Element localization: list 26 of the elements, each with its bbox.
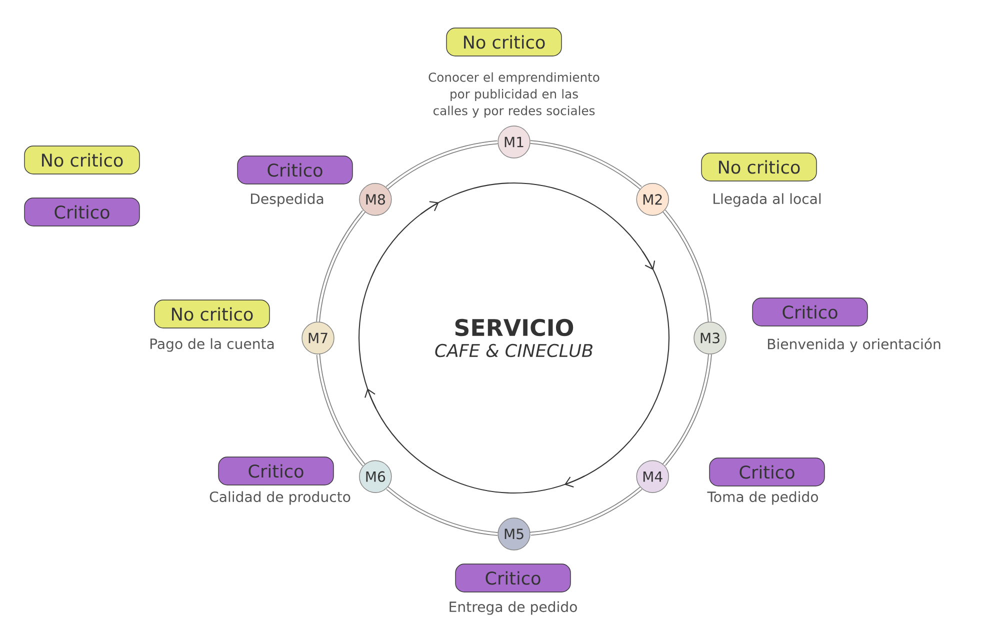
status-badge: Critico	[709, 458, 825, 486]
ring-connector	[662, 354, 712, 466]
ring-connector	[529, 486, 642, 536]
status-badge: Critico	[218, 456, 334, 486]
ring-connector	[316, 353, 366, 466]
ring-connector	[386, 140, 499, 190]
milestone-label: Calidad de producto	[210, 491, 350, 505]
status-badge: Critico	[752, 298, 868, 326]
status-badge: Critico	[237, 156, 353, 184]
status-badge: Critico	[455, 564, 571, 592]
legend-badge: No critico	[24, 146, 140, 174]
status-badge: No critico	[446, 28, 562, 56]
ring-connector	[386, 486, 498, 536]
milestone-label: Toma de pedido	[707, 491, 818, 505]
milestone-label: Entrega de pedido	[450, 601, 577, 615]
milestone-label: Despedida	[251, 193, 324, 207]
milestone-label: Bienvenida y orientación	[768, 338, 940, 352]
milestone-label: Pago de la cuenta	[150, 338, 274, 352]
milestone-label: Llegada al local	[714, 193, 821, 207]
legend-badge: Critico	[24, 198, 140, 226]
status-badge: No critico	[154, 300, 270, 328]
ring-connector	[530, 140, 642, 190]
ring-connector	[316, 210, 366, 322]
milestone-label: Conocer el emprendimiento por publicidad en las calles y por redes sociales	[428, 72, 600, 118]
status-badge: No critico	[701, 152, 817, 182]
ring-connector	[662, 210, 712, 323]
